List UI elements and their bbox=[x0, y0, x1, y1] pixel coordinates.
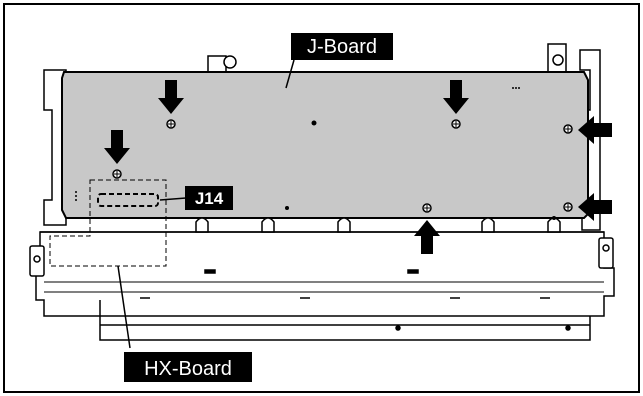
hx-board-label-text: HX-Board bbox=[144, 358, 232, 380]
j14-label: J14 bbox=[185, 186, 233, 210]
j-board-label: J-Board bbox=[291, 33, 393, 60]
j14-label-text: J14 bbox=[195, 189, 224, 208]
j-board-label-text: J-Board bbox=[307, 36, 377, 58]
hx-board-label: HX-Board bbox=[124, 352, 252, 382]
j-board-panel bbox=[62, 72, 588, 218]
